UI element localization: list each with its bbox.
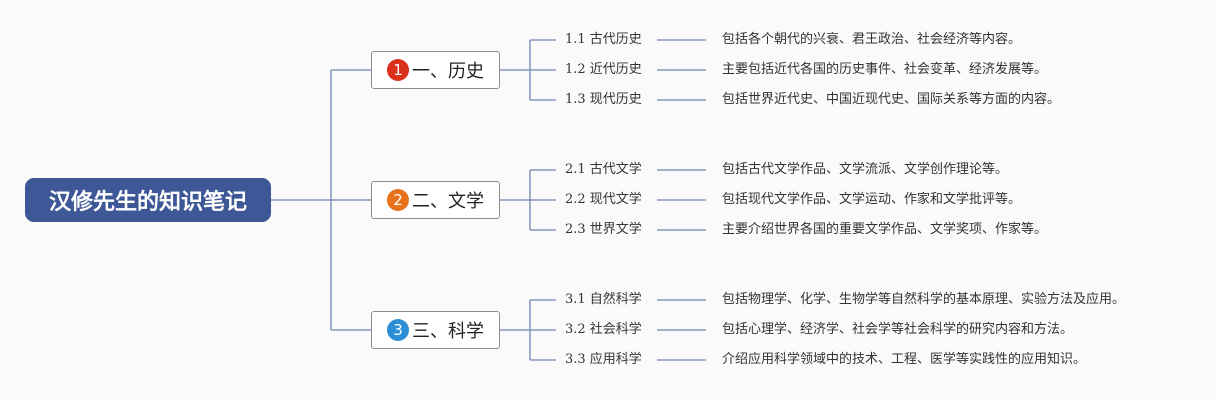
- branch-history[interactable]: 1 一、历史: [371, 51, 500, 89]
- leaf-modern-history[interactable]: 1.2 近代历史: [565, 62, 642, 77]
- leaf-social-science[interactable]: 3.2 社会科学: [565, 322, 642, 337]
- branch-science[interactable]: 3 三、科学: [371, 311, 500, 349]
- desc-modern-history[interactable]: 主要包括近代各国的历史事件、社会变革、经济发展等。: [722, 62, 1048, 77]
- leaf-world-literature[interactable]: 2.3 世界文学: [565, 222, 642, 237]
- number-2-badge: 2: [387, 189, 409, 211]
- desc-contemporary-history[interactable]: 包括世界近代史、中国近现代史、国际关系等方面的内容。: [722, 92, 1061, 107]
- desc-modern-literature[interactable]: 包括现代文学作品、文学运动、作家和文学批评等。: [722, 192, 1022, 207]
- leaf-contemporary-history[interactable]: 1.3 现代历史: [565, 92, 642, 107]
- desc-applied-science[interactable]: 介绍应用科学领域中的技术、工程、医学等实践性的应用知识。: [722, 352, 1087, 367]
- leaf-modern-literature[interactable]: 2.2 现代文学: [565, 192, 642, 207]
- branch-3-connector: [500, 299, 556, 361]
- leaf-ancient-history[interactable]: 1.1 古代历史: [565, 32, 642, 47]
- leaf-natural-science[interactable]: 3.1 自然科学: [565, 292, 642, 307]
- number-3-badge: 3: [387, 319, 409, 341]
- leaf-ancient-literature[interactable]: 2.1 古代文学: [565, 162, 642, 177]
- leaf-desc-connectors: [657, 39, 706, 361]
- desc-world-literature[interactable]: 主要介绍世界各国的重要文学作品、文学奖项、作家等。: [722, 222, 1048, 237]
- branch-label: 三、科学: [412, 321, 484, 342]
- branch-1-connector: [500, 39, 556, 101]
- desc-social-science[interactable]: 包括心理学、经济学、社会学等社会科学的研究内容和方法。: [722, 322, 1074, 337]
- leaf-applied-science[interactable]: 3.3 应用科学: [565, 352, 642, 367]
- desc-ancient-history[interactable]: 包括各个朝代的兴衰、君王政治、社会经济等内容。: [722, 32, 1022, 47]
- branch-2-connector: [500, 169, 556, 231]
- number-1-badge: 1: [387, 59, 409, 81]
- branch-label: 二、文学: [412, 191, 484, 212]
- branch-label: 一、历史: [412, 61, 484, 82]
- root-node[interactable]: 汉修先生的知识笔记: [25, 178, 271, 222]
- branch-literature[interactable]: 2 二、文学: [371, 181, 500, 219]
- root-connector: [271, 69, 371, 331]
- desc-natural-science[interactable]: 包括物理学、化学、生物学等自然科学的基本原理、实验方法及应用。: [722, 292, 1126, 307]
- desc-ancient-literature[interactable]: 包括古代文学作品、文学流派、文学创作理论等。: [722, 162, 1009, 177]
